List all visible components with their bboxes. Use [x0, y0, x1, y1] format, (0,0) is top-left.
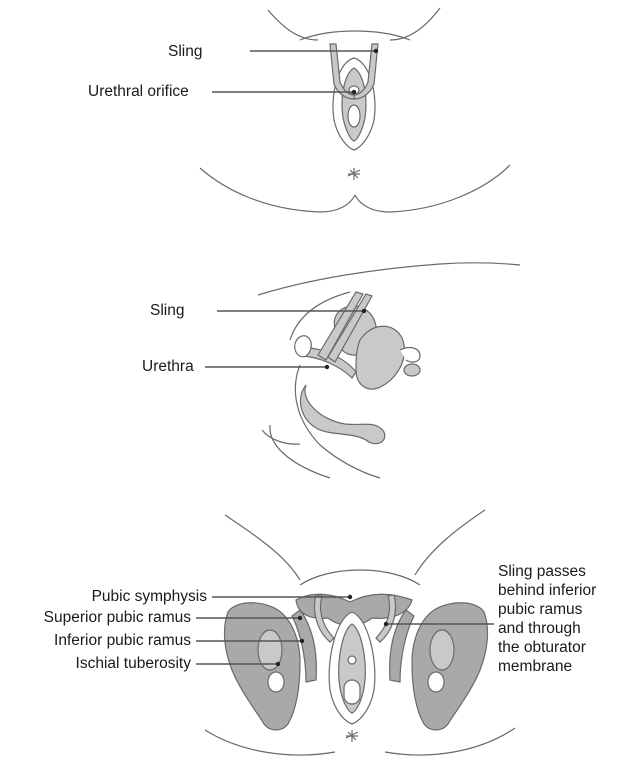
sling-leader-dot-2	[362, 309, 366, 313]
sling-note-line: the obturator	[498, 638, 596, 657]
left-buttock-outline	[200, 168, 355, 212]
label-superior-pubic-ramus: Superior pubic ramus	[44, 608, 191, 627]
right-iliac-bone	[412, 603, 487, 730]
anus-mark-3	[346, 730, 358, 742]
rectum	[301, 385, 385, 444]
label-sling-1: Sling	[168, 42, 202, 61]
body-right-outline	[415, 510, 485, 575]
sling-note-line: behind inferior	[498, 581, 596, 600]
sling-leader-dot-1	[374, 49, 378, 53]
pubic-bone	[295, 336, 312, 357]
right-obturator-foramen	[430, 630, 454, 670]
thigh-outline-lower	[270, 425, 330, 478]
abdomen-outline	[258, 263, 520, 295]
urethral-orifice-3	[348, 656, 356, 664]
right-ischial-tuberosity-shape	[428, 672, 444, 692]
pubic-symphysis-leader-dot	[348, 595, 352, 599]
left-ischial-tuberosity-shape	[268, 672, 284, 692]
sling-note-line: and through	[498, 619, 596, 638]
vaginal-opening	[348, 105, 360, 127]
sling-note-leader-dot	[384, 622, 388, 626]
label-pubic-symphysis: Pubic symphysis	[92, 587, 207, 606]
vaginal-opening-3	[344, 680, 360, 704]
hip-curve-top	[300, 570, 420, 585]
label-urethra: Urethra	[142, 357, 194, 376]
knee-curve	[262, 430, 300, 444]
left-thigh-outline	[268, 10, 318, 40]
uterus	[356, 326, 405, 389]
upper-body-curve	[300, 31, 410, 40]
body-left-outline	[225, 515, 300, 580]
sling-note-line: Sling passes	[498, 562, 596, 581]
ischial-tuberosity-leader-dot	[276, 662, 280, 666]
urethra-leader-dot	[325, 365, 329, 369]
bottom-buttock-right	[385, 728, 515, 755]
left-iliac-bone	[225, 603, 300, 730]
right-buttock-outline	[355, 165, 510, 212]
panel-3-pelvis	[196, 510, 515, 755]
label-urethral-orifice: Urethral orifice	[88, 82, 189, 101]
sling-note-line: pubic ramus	[498, 600, 596, 619]
anus-mark	[348, 168, 360, 180]
panel-2-sagittal	[205, 263, 520, 478]
bottom-buttock-left	[205, 730, 335, 755]
sling-note-line: membrane	[498, 657, 596, 676]
inferior-ramus-leader-dot	[300, 639, 304, 643]
superior-ramus-leader-dot	[298, 616, 302, 620]
ovary	[404, 364, 420, 376]
label-inferior-pubic-ramus: Inferior pubic ramus	[54, 631, 191, 650]
label-sling-2: Sling	[150, 301, 184, 320]
urethral-orifice-leader-dot	[352, 90, 356, 94]
right-thigh-outline	[390, 8, 440, 40]
sling-note-block: Sling passes behind inferior pubic ramus…	[498, 562, 596, 676]
panel-1-perineum	[200, 8, 510, 212]
label-ischial-tuberosity: Ischial tuberosity	[76, 654, 191, 673]
